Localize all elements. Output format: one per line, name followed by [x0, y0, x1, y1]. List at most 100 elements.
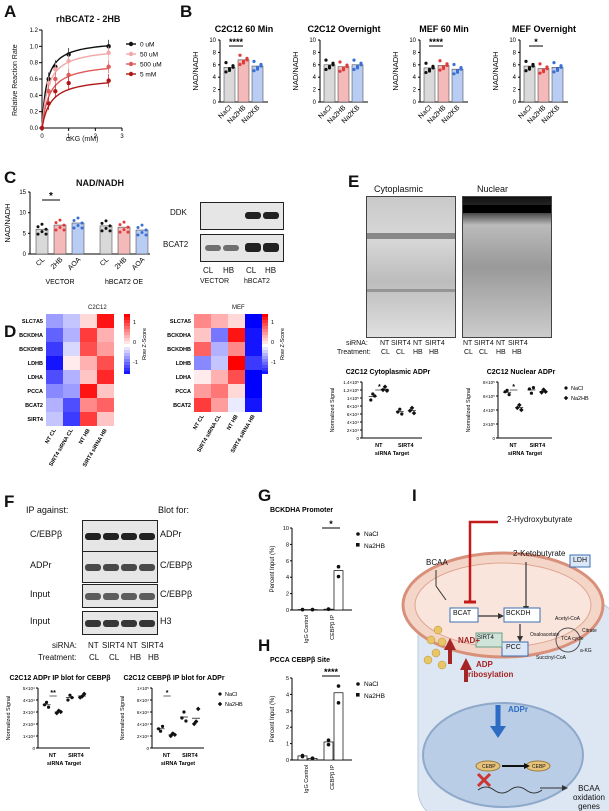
data-point: [324, 67, 328, 72]
data-point: [452, 62, 456, 67]
data-point: [507, 393, 511, 397]
data-point: [310, 756, 315, 761]
blot-lane-label: CL: [203, 266, 214, 275]
data-point: [231, 65, 235, 69]
adpr-label: ADPr: [508, 705, 529, 714]
bar: [117, 226, 131, 255]
y-axis-label: Normalized Signal: [466, 388, 472, 433]
data-point: [58, 218, 62, 222]
f-blot-band: [121, 533, 137, 540]
data-point: [341, 68, 346, 72]
data-point: [559, 65, 563, 69]
scale-segment: [262, 362, 268, 365]
sig-label: **: [50, 690, 56, 697]
f-treat-label: Treatment:: [38, 653, 77, 662]
heatmap-row-label: SIRT4: [27, 417, 44, 423]
heatmap-cell: [194, 314, 211, 328]
scale-segment: [124, 362, 130, 365]
f-treat: CL: [89, 653, 100, 662]
x-tick-label: SIRT4: [530, 443, 547, 449]
y-tick-label: 0.8: [30, 61, 39, 67]
cebp-label: CEBP: [532, 764, 546, 770]
data-point: [336, 701, 341, 705]
scale-segment: [262, 341, 268, 344]
data-point: [359, 63, 363, 67]
data-point: [336, 564, 341, 569]
x-tick-label: NT: [49, 753, 57, 759]
chart-title: PCCA CEBPβ Site: [270, 657, 330, 664]
data-point: [140, 231, 144, 235]
data-point: [455, 70, 460, 74]
cyto-blot-title: Cytoplasmic: [374, 184, 424, 194]
x-axis-label: siRNA Target: [508, 451, 542, 457]
sig-label: ****: [324, 667, 339, 677]
f-treat: HB: [130, 653, 142, 662]
chart-title: MEF Overnight: [512, 24, 576, 34]
y-axis-label: Normalized Signal: [120, 696, 126, 741]
data-point: [538, 71, 542, 75]
tca-label: TCA cycle: [561, 636, 584, 642]
f-blot-band: [103, 564, 119, 571]
data-point: [158, 729, 163, 733]
sirt4-label: SIRT4: [477, 635, 494, 641]
legend-marker: [217, 701, 223, 707]
bar: [35, 228, 49, 255]
f-ip-label: IP against:: [26, 505, 69, 515]
x-tick-label: IgG Control: [304, 765, 310, 793]
legend-label: NaCl: [364, 531, 379, 538]
y-tick-label: 1.4×10⁵: [343, 380, 359, 385]
legend-label: NaCl: [225, 692, 237, 698]
x-tick-label: 3: [120, 134, 124, 140]
data-point: [118, 223, 122, 227]
blot-lane-label: HB: [223, 266, 235, 275]
f-blot-row-label: C/EBPβ: [160, 589, 193, 599]
legend-marker: [356, 543, 360, 547]
heatmap-row-label: PCCA: [175, 389, 191, 395]
y-tick-label: 0: [146, 746, 149, 751]
y-tick-label: 8×10⁴: [347, 404, 359, 409]
data-point: [44, 227, 48, 231]
pcc-box: [501, 641, 529, 657]
data-point: [136, 226, 140, 230]
data-point: [44, 700, 49, 704]
x-tick-label: CL: [35, 256, 46, 267]
scale-tick: 1: [133, 320, 136, 326]
e-sirna: NT: [413, 340, 423, 347]
e-sirna: SIRT4: [508, 340, 528, 347]
data-point: [255, 67, 260, 71]
y-tick-label: 8: [413, 50, 417, 56]
scale-segment: [124, 326, 130, 329]
scale-segment: [262, 347, 268, 350]
ldh-label: LDH: [573, 557, 588, 564]
legend-marker: [356, 693, 360, 697]
y-tick-label: 8: [513, 50, 517, 56]
heatmap-cell: [194, 342, 211, 356]
heatmap-row-label: BCKDHB: [167, 347, 191, 353]
heatmap-cell: [211, 342, 228, 356]
scale-segment: [262, 329, 268, 332]
bcat2-label: BCAT2: [163, 240, 189, 249]
y-tick-label: 2: [213, 88, 217, 94]
blot-lane-label: HB: [265, 266, 277, 275]
heatmap-cell: [46, 384, 63, 398]
e-treat: CL: [464, 349, 473, 356]
scale-segment: [124, 341, 130, 344]
y-tick-label: 5×10⁴: [23, 686, 35, 691]
y-tick-label: 8×10⁴: [137, 698, 149, 703]
data-point: [104, 226, 108, 230]
data-point: [252, 69, 256, 73]
data-point: [122, 228, 126, 232]
kb-label: 2-Ketobutyrate: [513, 549, 566, 558]
scale-segment: [262, 350, 268, 353]
x-tick-label: CEBPβ IP: [330, 765, 336, 790]
bcat-box: [449, 607, 479, 623]
y-tick-label: 6: [213, 63, 217, 69]
adp-label: ADP: [476, 660, 493, 669]
chart-title: BCKDHA Promoter: [270, 507, 333, 514]
y-tick-label: 8: [213, 50, 217, 56]
data-point: [555, 68, 560, 72]
f-ip-row-label: ADPr: [30, 560, 52, 570]
x-tick-label: 0: [40, 134, 44, 140]
